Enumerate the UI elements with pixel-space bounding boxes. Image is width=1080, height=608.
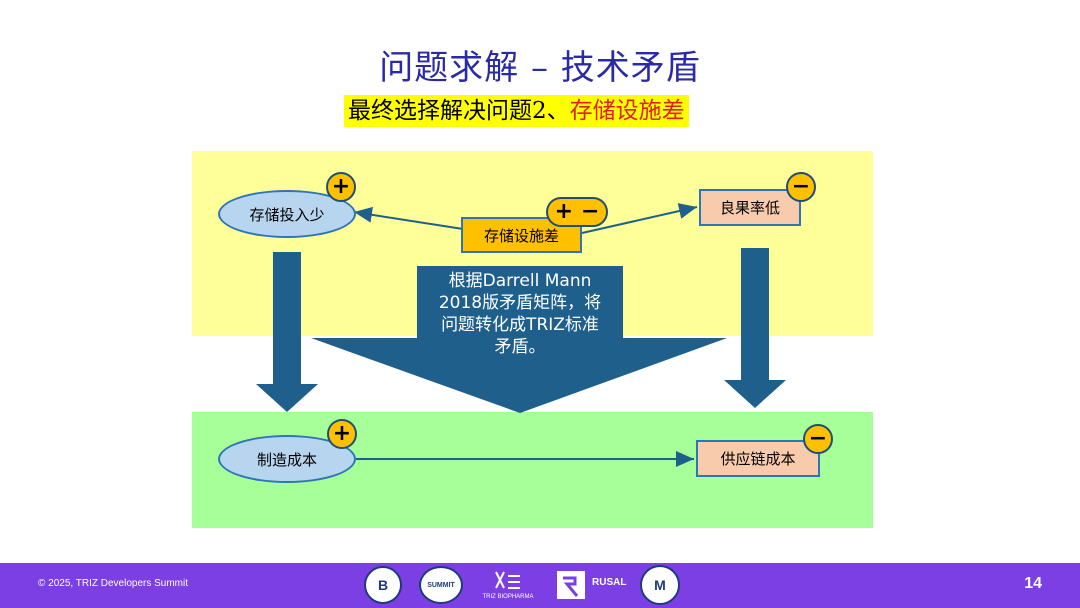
plus-badge-storage-investment: + [326,172,356,202]
minus-badge-glyph: − [808,426,828,451]
big-center-arrow [311,266,727,413]
logo-m-icon: M [640,565,680,605]
subtitle-highlight: 存储设施差 [569,98,685,124]
minus-badge-supply-chain-cost: − [803,424,833,454]
subtitle-prefix: 最终选择解决问题2、 [348,98,570,124]
minus-badge-glyph: − [581,199,600,224]
big-arrow-line: 矛盾。 [494,337,546,357]
triz-biopharma-mark [495,571,520,589]
left-down-arrow [256,252,318,412]
plus-badge-manufacturing-cost: + [327,419,357,449]
plus-badge-glyph: + [554,199,573,224]
big-arrow-line: 2018版矛盾矩阵，将 [438,293,602,313]
plus-minus-badge-storage-facility: +− [546,197,608,227]
logo-rusal-icon [555,566,589,604]
minus-badge-yield-rate: − [786,172,816,202]
page-number: 14 [1024,575,1042,592]
footer-bar: © 2025, TRIZ Developers Summit B SUMMIT … [0,563,1080,608]
rusal-mark [557,571,585,599]
node-yield-rate: 良果率低 [699,189,801,226]
line-to-yield-rate [581,203,698,234]
plus-badge-glyph: + [331,174,351,199]
big-arrow-line: 问题转化成TRIZ标准 [441,315,599,335]
logo-triz-biopharma-icon: TRIZ BIOPHARMA [478,566,538,604]
slide-subtitle: 最终选择解决问题2、存储设施差 [344,95,689,127]
logo-summit-icon: SUMMIT [419,566,463,604]
minus-badge-glyph: − [791,174,811,199]
node-supply-chain-cost: 供应链成本 [696,440,820,477]
line-to-storage-investment [353,206,464,230]
plus-badge-glyph: + [332,421,352,446]
copyright-text: © 2025, TRIZ Developers Summit [38,578,189,589]
right-down-arrow [724,248,786,408]
slide-title: 问题求解 – 技术矛盾 [379,48,701,88]
big-arrow-line: 根据Darrell Mann [448,271,592,291]
rusal-text: RUSAL [592,577,627,588]
triz-biopharma-text: TRIZ BIOPHARMA [482,594,534,600]
big-arrow-text: 根据Darrell Mann 2018版矛盾矩阵，将 问题转化成TRIZ标准 矛… [415,270,625,358]
logo-b-icon: B [364,566,402,604]
